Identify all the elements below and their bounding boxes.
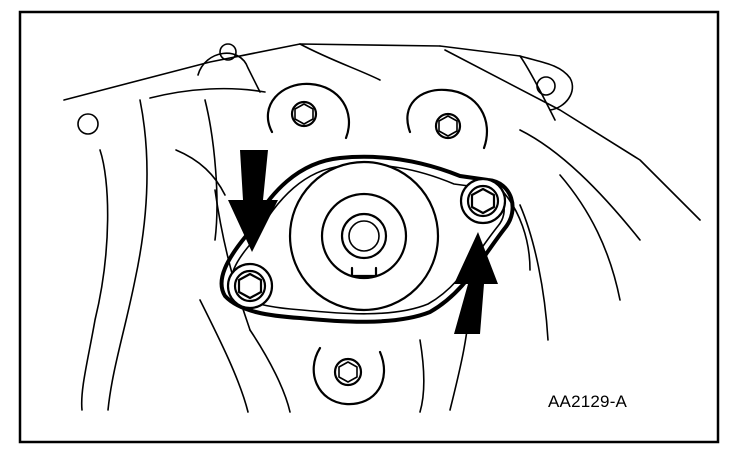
figure-reference-number: AA2129-A	[548, 392, 628, 411]
pump-hub	[288, 160, 440, 312]
locator-hole-left	[77, 113, 99, 135]
lower-bolt-boss	[312, 346, 386, 406]
arrow-left-bolt	[228, 150, 278, 252]
cover-bolt-left	[226, 262, 274, 310]
cover-bolt-right	[459, 177, 507, 225]
upper-left-bolt-boss	[266, 82, 351, 140]
arrow-right-bolt	[454, 232, 498, 334]
upper-right-bolt-boss	[406, 88, 489, 150]
mounting-boss-top-right	[519, 55, 574, 111]
mounting-boss-top-left	[197, 43, 261, 93]
housing-casting	[63, 43, 701, 413]
